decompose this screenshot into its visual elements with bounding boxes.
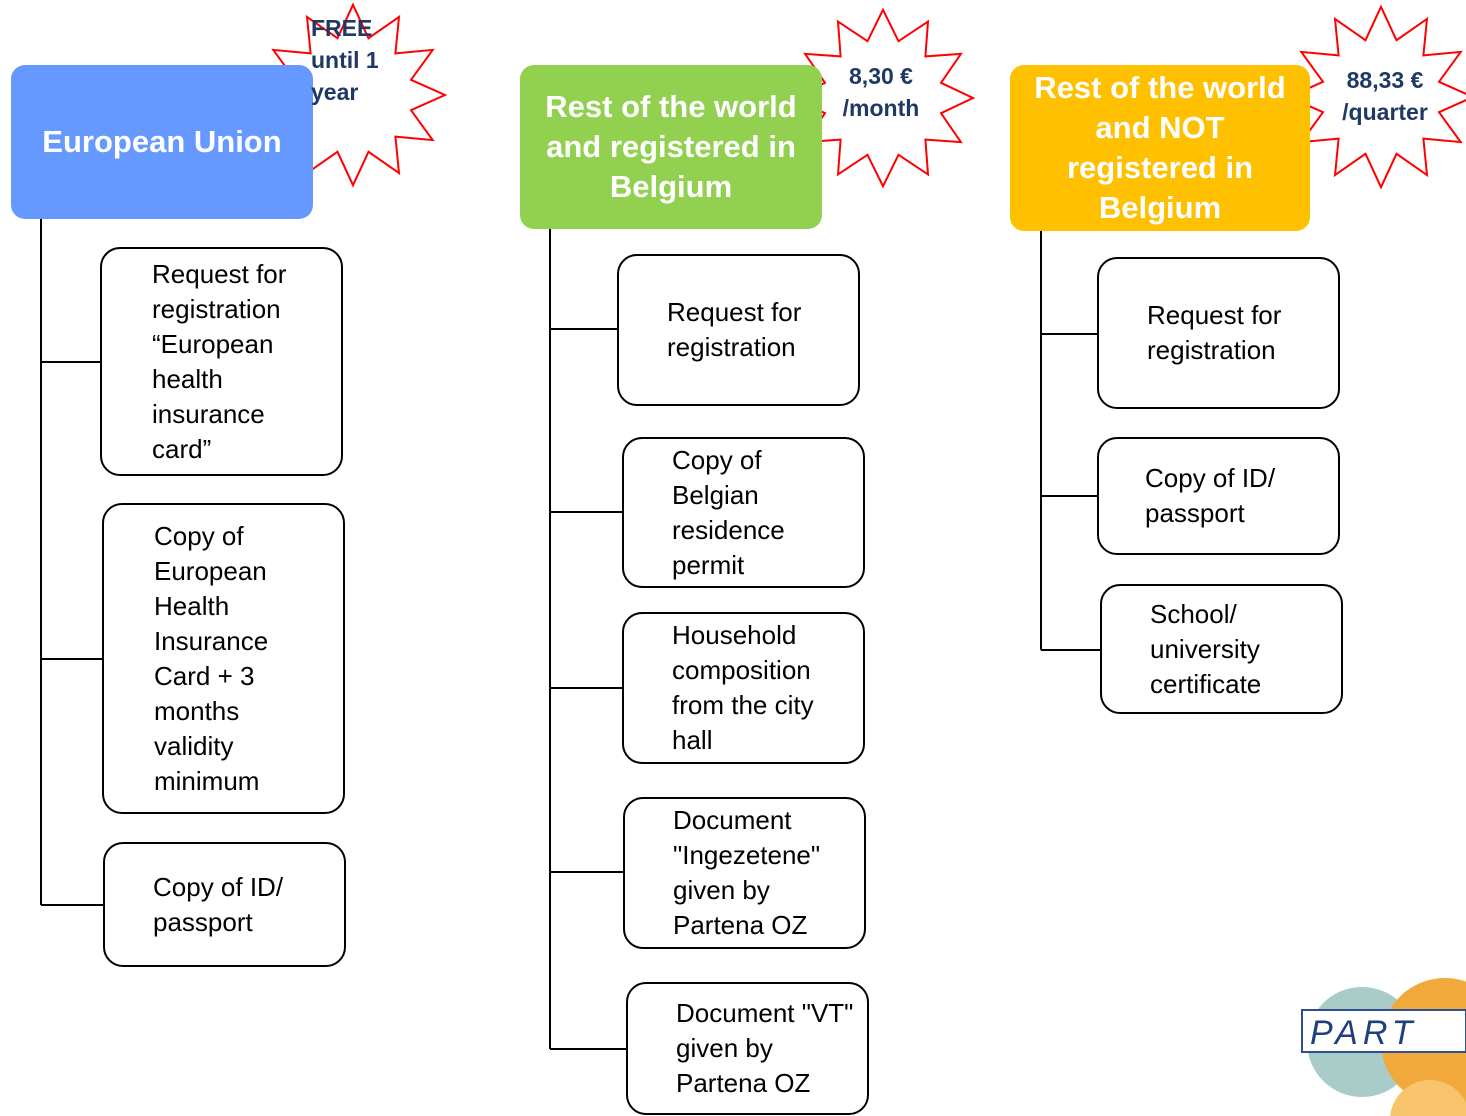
header-title: European Union	[42, 124, 282, 159]
document-text: Copy of European Health Insurance Card +…	[154, 520, 269, 796]
document-text: Household composition from the city hall	[672, 620, 814, 755]
logo-text: PART	[1310, 1014, 1418, 1052]
document-text: Request for registration “European healt…	[152, 258, 287, 464]
document-text: Document "Ingezetene" given by Partena O…	[673, 805, 821, 940]
header-title: Rest of the world and registered in Belg…	[545, 89, 797, 204]
price-badge-eu: FREE until 1 year	[311, 12, 411, 108]
starburst-icon-world-registered	[790, 7, 976, 189]
document-text: Request for registration	[667, 297, 802, 362]
document-box: Request for registration	[1097, 257, 1340, 409]
price-badge-world-registered: 8,30 € /month	[826, 60, 936, 124]
partena-logo-icon: PART	[1300, 970, 1466, 1116]
document-text: Copy of Belgian residence permit	[672, 444, 785, 580]
header-title: Rest of the world and NOT registered in …	[1034, 70, 1286, 225]
document-box: Request for registration “European healt…	[100, 247, 343, 476]
document-text: Copy of ID/ passport	[1145, 463, 1276, 528]
document-box: School/ university certificate	[1100, 584, 1343, 714]
document-text: Document "VT" given by Partena OZ	[676, 998, 854, 1098]
price-badge-world-not-registered: 88,33 € /quarter	[1325, 64, 1445, 128]
document-box: Document "Ingezetene" given by Partena O…	[623, 797, 866, 949]
document-text: Request for registration	[1147, 300, 1282, 365]
document-box: Copy of European Health Insurance Card +…	[102, 503, 345, 814]
document-text: Copy of ID/ passport	[153, 871, 284, 937]
document-box: Copy of ID/ passport	[1097, 437, 1340, 555]
price-text: FREE until 1 year	[311, 15, 379, 105]
price-text: 8,30 € /month	[842, 63, 920, 121]
document-text: School/ university certificate	[1150, 598, 1262, 699]
document-box: Copy of Belgian residence permit	[622, 437, 865, 588]
document-box: Document "VT" given by Partena OZ	[626, 982, 869, 1115]
header-world-registered: Rest of the world and registered in Belg…	[520, 65, 822, 229]
starburst-icon-world-not-registered	[1286, 4, 1466, 190]
price-text: 88,33 € /quarter	[1342, 67, 1428, 125]
starburst-icon-eu	[258, 2, 448, 188]
document-box: Copy of ID/ passport	[103, 842, 346, 967]
header-european-union: European Union	[11, 65, 313, 219]
header-world-not-registered: Rest of the world and NOT registered in …	[1010, 65, 1310, 231]
document-box: Request for registration	[617, 254, 860, 406]
document-box: Household composition from the city hall	[622, 612, 865, 764]
